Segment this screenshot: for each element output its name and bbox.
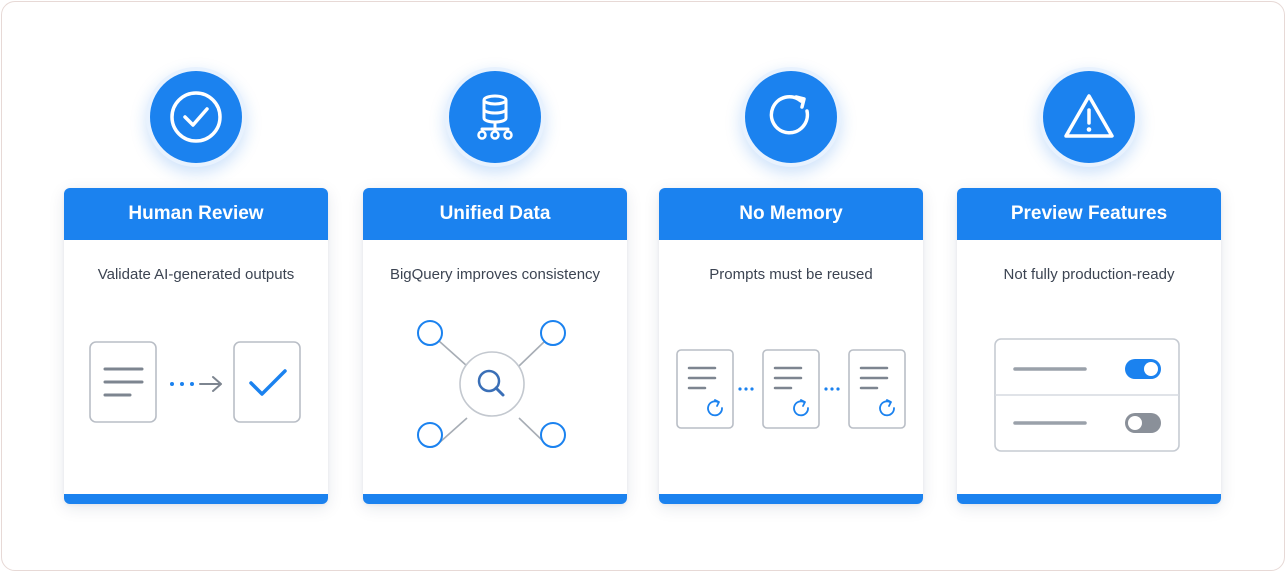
network-node xyxy=(540,422,566,448)
badge xyxy=(146,67,246,167)
card-subtitle: BigQuery improves consistency xyxy=(389,266,601,283)
card-title: Human Review xyxy=(64,188,328,240)
review-flow-illustration xyxy=(89,341,301,423)
badge xyxy=(445,67,545,167)
network-node xyxy=(417,320,443,346)
card-subtitle: Not fully production-ready xyxy=(1003,266,1175,283)
prompt-document-icon xyxy=(848,349,906,429)
card-footer-bar xyxy=(957,494,1221,504)
card-title: Preview Features xyxy=(957,188,1221,240)
approved-check-icon xyxy=(233,341,301,423)
card-column-preview-features: Preview Features Not fully production-re… xyxy=(957,0,1221,572)
warning-triangle-icon xyxy=(1064,94,1114,138)
card: No Memory Prompts must be reused xyxy=(659,188,923,504)
document-icon xyxy=(89,341,157,423)
hub-node xyxy=(459,351,525,417)
card-column-unified-data: Unified Data BigQuery improves consisten… xyxy=(363,0,627,572)
hub-network-illustration xyxy=(417,320,566,448)
network-node xyxy=(540,320,566,346)
card-column-human-review: Human Review Validate AI-generated outpu… xyxy=(64,0,328,572)
card-footer-bar xyxy=(64,494,328,504)
dotted-arrow-icon xyxy=(170,376,222,392)
card-footer-bar xyxy=(363,494,627,504)
magnifier-icon xyxy=(477,369,505,397)
card-title: Unified Data xyxy=(363,188,627,240)
prompt-document-icon xyxy=(676,349,734,429)
badge xyxy=(741,67,841,167)
card-subtitle: Validate AI-generated outputs xyxy=(97,266,295,283)
card-title: No Memory xyxy=(659,188,923,240)
card: Human Review Validate AI-generated outpu… xyxy=(64,188,328,504)
card-footer-bar xyxy=(659,494,923,504)
refresh-icon xyxy=(769,95,810,135)
prompt-document-icon xyxy=(762,349,820,429)
check-circle-icon xyxy=(170,91,222,143)
card-subtitle: Prompts must be reused xyxy=(709,266,873,283)
toggle-on[interactable] xyxy=(1125,359,1161,379)
toggle-off[interactable] xyxy=(1125,413,1161,433)
card-column-no-memory: No Memory Prompts must be reused xyxy=(659,0,923,572)
card: Unified Data BigQuery improves consisten… xyxy=(363,188,627,504)
card: Preview Features Not fully production-re… xyxy=(957,188,1221,504)
repeated-prompts-illustration xyxy=(676,349,906,429)
network-node xyxy=(417,422,443,448)
badge xyxy=(1039,67,1139,167)
feature-toggles-illustration xyxy=(994,338,1180,452)
database-network-icon xyxy=(477,94,513,140)
